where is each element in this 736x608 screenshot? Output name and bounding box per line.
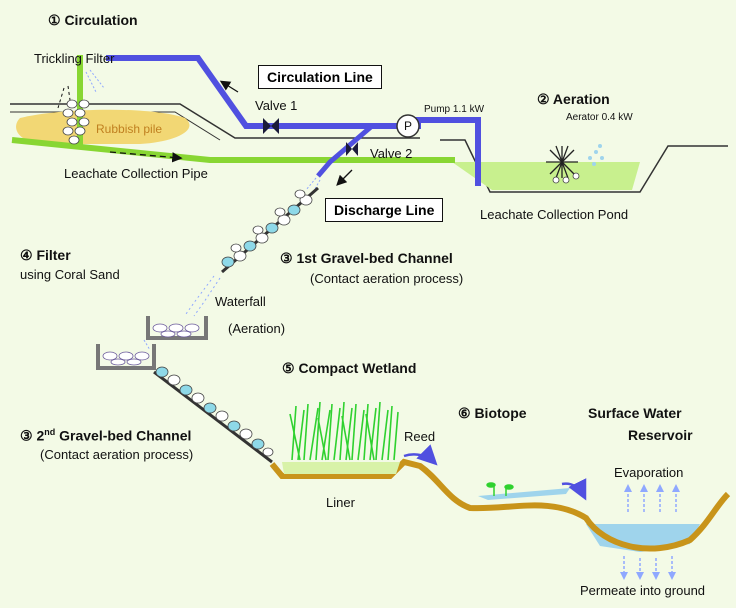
- reservoir-title-2: Reservoir: [628, 427, 693, 443]
- rubbish-pile-label: Rubbish pile: [96, 122, 163, 136]
- valve2-icon: [346, 142, 358, 156]
- reed-plants: [289, 401, 399, 461]
- waterfall-sub: (Aeration): [228, 321, 286, 336]
- gravel1-stones: [221, 189, 313, 268]
- filter-upper-stones: [152, 323, 200, 338]
- aerator-float: [552, 172, 580, 184]
- wetland-base: [282, 462, 400, 474]
- pond-water: [452, 162, 640, 190]
- trickling-dashed: [57, 85, 71, 109]
- evaporation-heads: [624, 484, 680, 492]
- filter-box-lower: [96, 344, 156, 370]
- filter-sub: using Coral Sand: [20, 267, 120, 282]
- evaporation-arrows: [627, 490, 677, 512]
- aeration-title: ② Aeration: [537, 91, 610, 107]
- trickling-filter-label: Trickling Filter: [34, 51, 115, 66]
- trickle-spray: [85, 69, 105, 93]
- pipe-arrow: [109, 151, 183, 163]
- aerator-bubbles: [588, 144, 604, 166]
- valve2-label: Valve 2: [370, 146, 413, 161]
- wetland-flow-arrow: [403, 444, 438, 466]
- evaporation-label: Evaporation: [614, 465, 684, 480]
- waterfall-label: Waterfall: [215, 294, 266, 309]
- gravel1-title: ③ 1st Gravel-bed Channel: [280, 250, 453, 266]
- gravel1-sub: (Contact aeration process): [310, 271, 464, 286]
- pump-symbol: P: [403, 119, 412, 133]
- filter-box-upper: [146, 316, 208, 340]
- filter-title: ④ Filter: [20, 247, 71, 263]
- gravel2-bed: [153, 370, 273, 464]
- discharge-arrow: [336, 169, 353, 186]
- aerator-label: Aerator 0.4 kW: [566, 112, 633, 123]
- discharge-line-box: Discharge Line: [325, 198, 444, 222]
- valve1-label: Valve 1: [255, 98, 298, 113]
- permeate-label: Permeate into ground: [580, 583, 706, 598]
- wetland-title: ⑤ Compact Wetland: [282, 360, 417, 376]
- trickling-filter-stones: [62, 99, 90, 145]
- valve1-icon: [263, 118, 279, 134]
- biotope-plants: [486, 482, 514, 496]
- gravel2-title: ③ 2nd Gravel-bed Channel: [20, 427, 192, 444]
- pump-icon: [396, 114, 420, 138]
- biotope-flow-arrow: [561, 478, 587, 501]
- permeate-heads: [620, 572, 676, 580]
- aerator-icon: [546, 145, 578, 179]
- pond-bank: [440, 139, 728, 193]
- biotope-water: [478, 488, 570, 500]
- filter-spray: [143, 339, 151, 351]
- waterfall-drops: [185, 275, 221, 317]
- pond-label: Leachate Collection Pond: [480, 207, 629, 222]
- filter-lower-stones: [102, 351, 150, 366]
- biotope-title: ⑥ Biotope: [458, 405, 527, 421]
- discharge-pipe: [316, 124, 374, 178]
- leachate-pipe-label: Leachate Collection Pipe: [64, 166, 208, 181]
- reed-label: Reed: [404, 429, 436, 444]
- circ-arrow: [219, 80, 239, 93]
- rubbish-pile: [16, 109, 190, 144]
- ground-line: [10, 103, 420, 139]
- circulation-line-box: Circulation Line: [258, 65, 382, 89]
- gravel2-sub: (Contact aeration process): [40, 447, 194, 462]
- reservoir-title-1: Surface Water: [588, 405, 682, 421]
- circulation-title: ① Circulation: [48, 12, 138, 28]
- liner: [269, 458, 731, 552]
- pump-label: Pump 1.1 kW: [424, 104, 485, 115]
- permeate-arrows: [623, 556, 673, 574]
- gravel2-stones: [155, 366, 274, 457]
- liner-label: Liner: [326, 495, 355, 510]
